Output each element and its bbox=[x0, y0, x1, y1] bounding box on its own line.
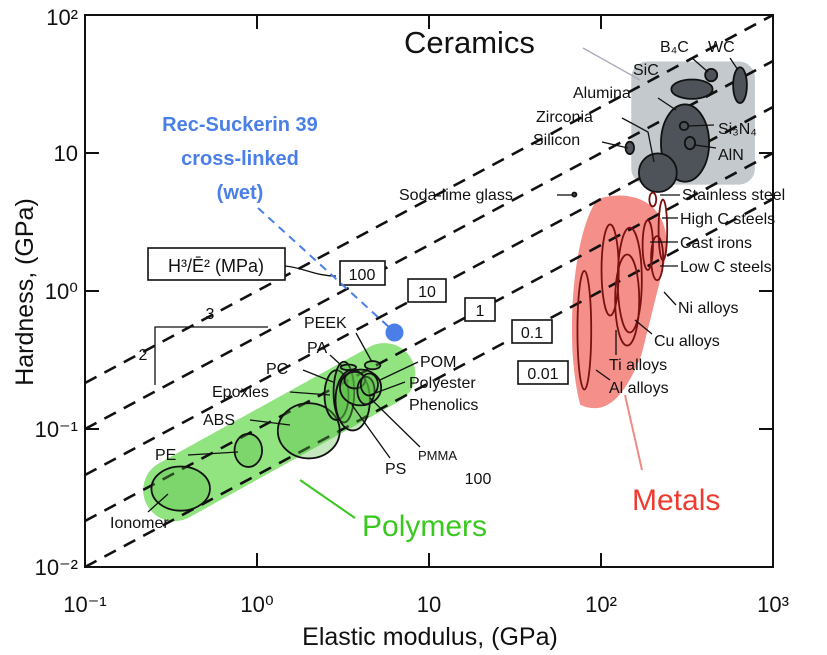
guide-value-label: 0.01 bbox=[527, 366, 558, 383]
material-ellipse bbox=[332, 360, 356, 424]
material-ellipse bbox=[648, 191, 658, 208]
family-label-ceramics: Ceramics bbox=[404, 25, 535, 60]
material-ellipse bbox=[600, 223, 620, 317]
material-label: Low C steels bbox=[680, 259, 772, 276]
material-ellipse bbox=[150, 465, 211, 512]
material-label: Ni alloys bbox=[678, 300, 738, 317]
y-tick-label: 10⁻¹ bbox=[35, 417, 78, 442]
guide-value-label: 100 bbox=[349, 267, 376, 284]
material-ellipse bbox=[670, 78, 714, 100]
material-ellipse bbox=[650, 235, 665, 282]
material-label: High C steels bbox=[680, 211, 775, 228]
y-tick-label: 10 bbox=[54, 141, 78, 166]
highlight-label-line: cross-linked bbox=[181, 148, 299, 170]
guide-line bbox=[84, 197, 774, 569]
highlight-label-line: Rec-Suckerin 39 bbox=[162, 114, 318, 136]
slope-rise-label: 3 bbox=[206, 306, 215, 323]
material-label: Cast irons bbox=[680, 235, 752, 252]
material-ellipse bbox=[339, 363, 358, 371]
material-label: Zirconia bbox=[536, 109, 593, 126]
material-label: POM bbox=[420, 354, 456, 371]
material-label: Silicon bbox=[533, 132, 580, 149]
x-tick-label: 10⁻¹ bbox=[63, 592, 106, 617]
material-label: B₄C bbox=[660, 39, 689, 56]
material-label: PS bbox=[385, 461, 406, 478]
guide-value-label: 0.1 bbox=[521, 325, 543, 342]
rec-suckerin-point bbox=[385, 323, 404, 342]
material-label: Stainless steel bbox=[682, 187, 785, 204]
y-tick-labels: 10⁻² 10⁻¹ 10⁰ 10 10² bbox=[35, 5, 79, 580]
y-tick-label: 10⁻² bbox=[35, 555, 78, 580]
material-label: Polyester bbox=[409, 375, 476, 392]
guide-value-label: 10 bbox=[418, 284, 436, 301]
guide-line bbox=[84, 59, 774, 431]
material-label: Ionomer bbox=[110, 515, 169, 532]
material-ellipse bbox=[276, 402, 341, 460]
material-label: Cu alloys bbox=[654, 333, 720, 350]
material-label: Ti alloys bbox=[609, 357, 667, 374]
y-axis-title: Hardness, (GPa) bbox=[11, 198, 39, 386]
material-label: Al alloys bbox=[609, 380, 669, 397]
guide-line bbox=[84, 13, 774, 385]
guide-value-label: 1 bbox=[476, 303, 485, 320]
material-ellipse bbox=[678, 120, 690, 132]
highlight-label-line: (wet) bbox=[217, 182, 264, 204]
guide-labels: H³/Ē² (MPa) 100 10 1 0.1 0.01 100 3 2 bbox=[139, 247, 569, 488]
material-label: PMMA bbox=[418, 448, 457, 463]
material-label: PA bbox=[307, 340, 327, 357]
material-labels: Ionomer PE ABS Epoxies PC PS Phenolics P… bbox=[110, 39, 785, 532]
material-label: Soda-lime glass bbox=[399, 187, 513, 204]
axis-ticks bbox=[84, 14, 774, 568]
family-label-polymers: Polymers bbox=[362, 510, 487, 543]
slope-run-label: 2 bbox=[139, 347, 148, 364]
material-ellipse bbox=[233, 432, 263, 468]
material-label: ABS bbox=[203, 412, 235, 429]
material-label: SiC bbox=[633, 62, 659, 79]
material-label: Epoxies bbox=[212, 384, 269, 401]
material-ellipse bbox=[576, 269, 593, 391]
material-ellipse bbox=[683, 135, 697, 151]
material-label: Phenolics bbox=[409, 397, 478, 414]
y-tick-label: 10² bbox=[46, 5, 78, 30]
material-label: PEEK bbox=[304, 315, 347, 332]
material-label: PE bbox=[155, 447, 176, 464]
material-ellipses bbox=[150, 66, 748, 512]
material-label: AlN bbox=[718, 147, 744, 164]
x-tick-label: 10³ bbox=[757, 592, 789, 617]
guide-formula-label: H³/Ē² (MPa) bbox=[168, 256, 264, 276]
material-ellipse bbox=[363, 360, 382, 371]
x-tick-label: 10⁰ bbox=[240, 592, 273, 617]
material-ellipse bbox=[732, 66, 748, 105]
material-ellipse bbox=[614, 253, 641, 347]
material-ellipse bbox=[571, 191, 578, 198]
x-axis-title: Elastic modulus, (GPa) bbox=[302, 623, 558, 651]
x-tick-label: 10 bbox=[417, 592, 441, 617]
guide-extra-label: 100 bbox=[465, 471, 492, 488]
family-label-metals: Metals bbox=[632, 484, 720, 517]
x-tick-label: 10² bbox=[585, 592, 617, 617]
material-label: PC bbox=[266, 361, 288, 378]
material-ellipse bbox=[704, 67, 719, 83]
x-tick-labels: 10⁻¹ 10⁰ 10 10² 10³ bbox=[63, 592, 789, 617]
material-ellipse bbox=[359, 372, 379, 397]
material-label: WC bbox=[708, 39, 735, 56]
highlight-point-group bbox=[385, 323, 404, 342]
y-tick-label: 10⁰ bbox=[45, 279, 78, 304]
material-label: Si₃N₄ bbox=[718, 121, 757, 138]
material-label: Alumina bbox=[573, 85, 631, 102]
material-ellipse bbox=[638, 152, 678, 193]
rec-suckerin-annotation: Rec-Suckerin 39 cross-linked (wet) bbox=[162, 114, 391, 329]
